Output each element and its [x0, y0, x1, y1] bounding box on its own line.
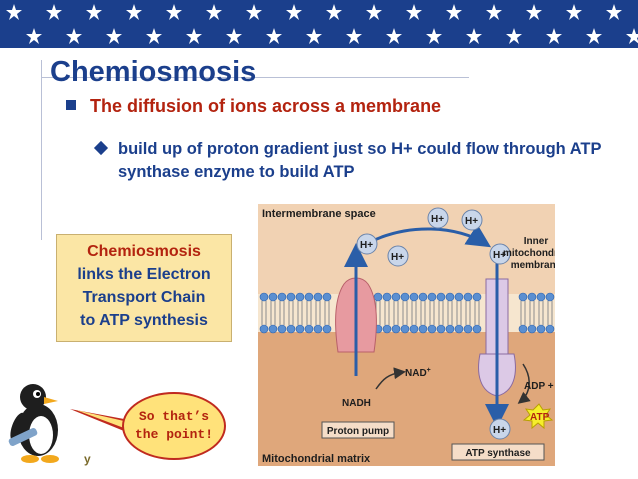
- intermembrane-space-label: Intermembrane space: [262, 208, 376, 220]
- inner-membrane-label-1: Inner: [524, 236, 549, 247]
- inner-membrane-label-2: mitochondrial: [503, 248, 555, 259]
- adp-label: ADP + Pi: [524, 381, 555, 392]
- proton-label: H+: [493, 425, 506, 436]
- penguin-mascot-icon: [8, 384, 124, 463]
- callout-line2: links the Electron: [77, 266, 211, 283]
- star-pattern: [6, 4, 638, 44]
- atp-synthase-label-box: [451, 443, 545, 461]
- footer-text-partial: y: [84, 452, 91, 466]
- proton-pump-label-box: [321, 421, 395, 439]
- square-bullet-icon: [66, 100, 76, 110]
- chemiosmosis-callout-box: Chemiosmosis links the Electron Transpor…: [56, 234, 232, 342]
- speech-bubble: So that’s the point!: [122, 392, 226, 460]
- proton-label: H+: [360, 240, 373, 251]
- proton-label: H+: [431, 214, 444, 225]
- speech-line2: the point!: [134, 427, 213, 442]
- callout-line3: Transport Chain: [82, 289, 206, 306]
- proton-pump-label: Proton pump: [327, 426, 389, 437]
- inner-membrane-label-3: membrane: [511, 260, 555, 271]
- title-rule-vertical: [41, 60, 42, 240]
- title-rule-horizontal: [41, 77, 469, 78]
- atp-label: ATP: [530, 412, 550, 423]
- nad-label: NAD+: [405, 367, 431, 379]
- atp-synthase-label: ATP synthase: [465, 448, 531, 459]
- slide-title: Chemiosmosis: [50, 56, 257, 88]
- nadh-label: NADH: [342, 398, 371, 409]
- callout-line4: to ATP synthesis: [80, 312, 208, 329]
- bullet-level2: build up of proton gradient just so H+ c…: [93, 138, 616, 184]
- bullet-level1-text: The diffusion of ions across a membrane: [90, 96, 442, 116]
- proton-label: H+: [465, 216, 478, 227]
- speech-line1: So that’s: [138, 409, 210, 424]
- top-banner: [0, 0, 638, 48]
- proton-label: H+: [493, 250, 506, 261]
- mitochondrial-matrix-label: Mitochondrial matrix: [262, 453, 371, 465]
- bullet-level1: The diffusion of ions across a membrane: [66, 96, 441, 117]
- chemiosmosis-diagram: Intermembrane space Mitochondrial matrix…: [258, 204, 555, 466]
- phospholipid-bilayer: [259, 292, 555, 334]
- atp-starburst-icon: [522, 403, 554, 430]
- proton-label: H+: [391, 252, 404, 263]
- bullet-level2-text: build up of proton gradient just so H+ c…: [118, 140, 602, 181]
- callout-line1: Chemiosmosis: [87, 243, 201, 260]
